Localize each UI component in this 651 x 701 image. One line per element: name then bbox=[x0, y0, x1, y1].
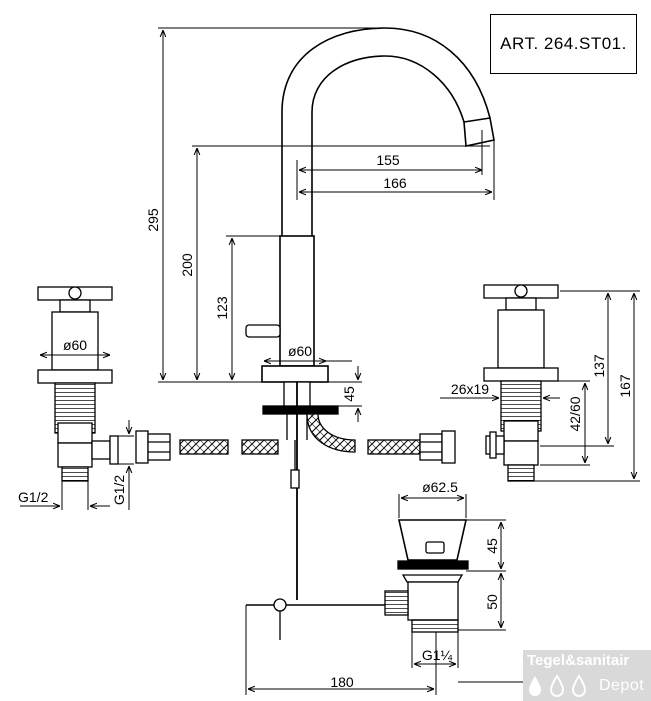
article-number-box: ART. 264.ST01. bbox=[490, 14, 637, 74]
dim-spout-reach-inner: 155 bbox=[376, 152, 400, 168]
dim-right-valve-total: 167 bbox=[617, 374, 633, 398]
dim-right-valve-height: 137 bbox=[591, 354, 607, 378]
watermark-subtitle: Depot bbox=[599, 677, 645, 694]
deck-mount bbox=[262, 381, 356, 600]
right-valve bbox=[483, 284, 559, 482]
spout bbox=[281, 27, 495, 236]
dim-spout-height: 200 bbox=[179, 253, 195, 277]
supply-hose-right bbox=[367, 430, 456, 464]
dim-base-diameter: ø60 bbox=[288, 343, 312, 359]
dim-left-thread: G1/2 bbox=[18, 489, 49, 505]
dim-drain-thread: G1¼ bbox=[422, 647, 453, 663]
dim-spout-reach-outer: 166 bbox=[383, 175, 407, 191]
watermark: Tegel&sanitair Depot bbox=[523, 650, 651, 701]
dim-base-thickness: 45 bbox=[341, 386, 357, 402]
supply-hose-left bbox=[135, 430, 279, 464]
article-number: ART. 264.ST01. bbox=[500, 34, 627, 53]
dimension-lines bbox=[20, 27, 640, 695]
dim-right-valve-size: 26x19 bbox=[451, 381, 489, 397]
dim-drain-lever-reach: 180 bbox=[330, 674, 354, 690]
dim-left-thread-vertical: G1/2 bbox=[111, 475, 127, 506]
dim-right-valve-range: 42/60 bbox=[567, 396, 583, 431]
dim-body-height: 123 bbox=[214, 296, 230, 320]
watermark-title: Tegel&sanitair bbox=[527, 652, 630, 669]
dim-drain-head-height: 45 bbox=[484, 538, 500, 554]
dim-drain-diameter: ø62.5 bbox=[422, 479, 458, 495]
left-valve bbox=[37, 286, 119, 482]
mixer-body bbox=[245, 235, 329, 383]
droplet-icons bbox=[529, 674, 587, 697]
dim-total-height: 295 bbox=[145, 208, 161, 232]
dim-drain-body-height: 50 bbox=[484, 594, 500, 610]
dim-left-valve-diameter: ø60 bbox=[63, 337, 87, 353]
drain-assembly bbox=[246, 519, 469, 640]
